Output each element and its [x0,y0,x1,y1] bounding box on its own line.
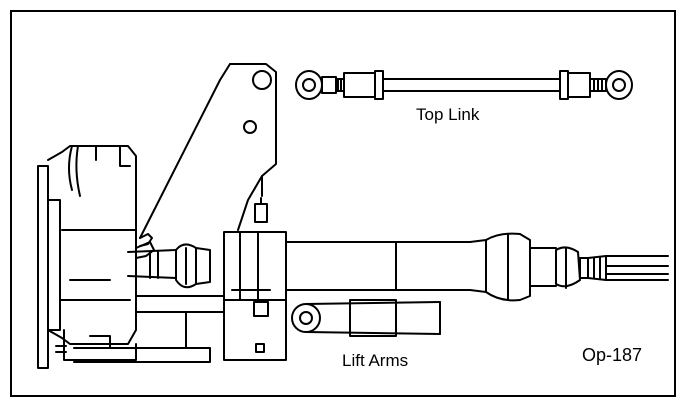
top-link [295,70,633,100]
mounting-bracket [135,63,277,259]
top-link-label: Top Link [416,105,480,124]
lower-bar [135,295,225,349]
lift-arm [291,299,441,337]
gearbox-housing [37,145,211,369]
figure-reference-label: Op-187 [582,345,643,365]
lift-arms-label: Lift Arms [342,351,409,370]
pto-shaft [127,231,669,361]
